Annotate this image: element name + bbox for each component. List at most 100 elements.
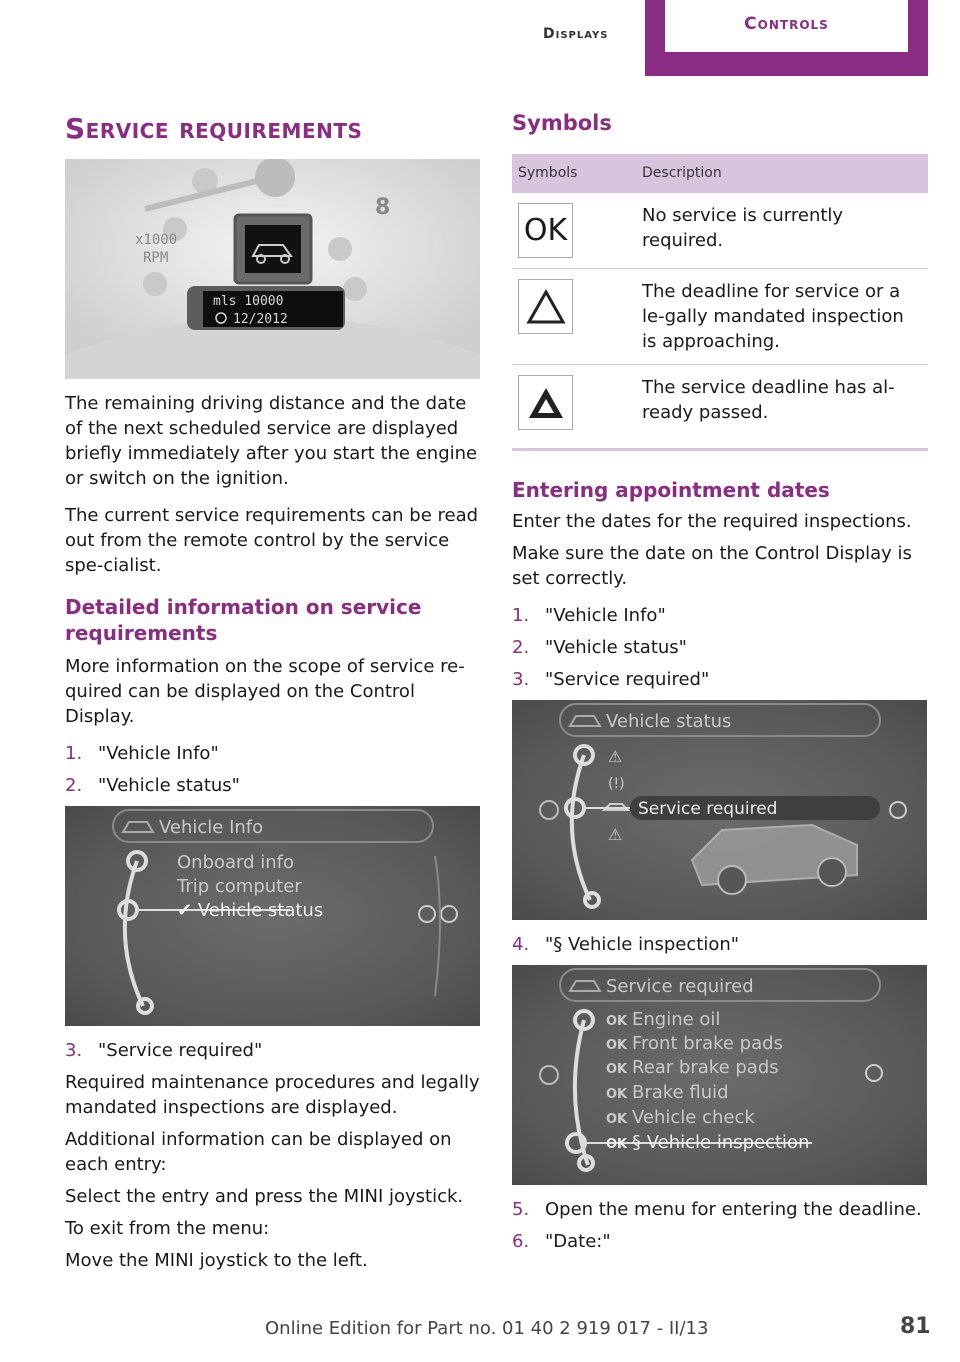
triangle-filled-icon (518, 375, 573, 430)
triangle-outline-icon (518, 279, 573, 334)
step-text: "Vehicle status" (98, 775, 240, 796)
paragraph: Required maintenance procedures and lega… (65, 1072, 480, 1118)
steps-list: 1."Vehicle Info" 2. "Vehicle status" 3. "S… (512, 603, 927, 692)
step-text: "Vehicle status" (545, 637, 687, 658)
list-item: 6. "Date:" (512, 1229, 927, 1254)
section-heading: Entering appointment dates (512, 478, 830, 502)
table-row: The service deadline has al‐ready passed… (512, 364, 928, 451)
paragraph: Select the entry and press the MINI joys… (65, 1186, 464, 1207)
step-number: 3. (65, 1040, 83, 1061)
paragraph: Make sure the date on the Control Displa… (512, 543, 912, 589)
step-text: "Vehicle Info" (545, 605, 666, 626)
ok-badge: OK (606, 1137, 628, 1152)
list-item: 1. "Vehicle Info" (65, 741, 480, 766)
service-item: Front brake pads (632, 1033, 783, 1054)
back-icon (539, 800, 559, 820)
vehicle-info-screen: Vehicle Info Onboard info Trip computer … (65, 806, 480, 1026)
screen-title: Service required (606, 976, 754, 997)
forward-icon (440, 905, 458, 923)
step-number: 6. (512, 1231, 530, 1252)
section-heading: Symbols (512, 111, 612, 135)
forward-icon (889, 801, 907, 819)
chapter-tab: Controls (645, 0, 928, 76)
svg-text:8: 8 (375, 195, 390, 220)
step-number: 5. (512, 1199, 530, 1220)
warning-icon: ⚠ (608, 825, 622, 844)
table-header-row: Symbols Description (512, 154, 928, 193)
screen-title: Vehicle status (606, 711, 731, 732)
service-required-screen: Service required OK Engine oil OK Front … (512, 965, 927, 1185)
paragraph: More information on the scope of service… (65, 656, 465, 727)
paragraph: The current service requirements can be … (65, 505, 479, 576)
list-item: 1."Vehicle Info" (512, 603, 927, 628)
ok-badge: OK (606, 1062, 628, 1077)
step-number: 2. (65, 775, 83, 796)
service-item: Engine oil (632, 1009, 720, 1030)
steps-list: 3."Service required" (65, 1038, 480, 1063)
list-item: 3. "Service required" (512, 667, 927, 692)
ok-symbol: OK (518, 203, 573, 258)
table-cell: No service is currently required. (636, 193, 928, 269)
paragraph: Additional information can be displayed … (65, 1129, 452, 1175)
service-item: Brake fluid (632, 1082, 729, 1103)
list-item: 2. "Vehicle status" (512, 635, 927, 660)
clock-icon (215, 312, 227, 324)
vehicle-status-screen: Vehicle status ⚠ (!) ⚠ Service required (512, 700, 927, 920)
service-item: Vehicle check (632, 1107, 755, 1128)
ok-badge: OK (606, 1087, 628, 1102)
forward-icon (865, 1064, 883, 1082)
tire-icon: (!) (608, 776, 625, 792)
column-header: Description (636, 154, 928, 193)
paragraph: The remaining driving distance and the d… (65, 393, 478, 489)
left-column: Service requirements x1000 RPM 8 (65, 112, 480, 1280)
list-item: 4."§ Vehicle inspection" (512, 932, 927, 957)
car-service-icon (601, 803, 631, 811)
section-label: Displays (543, 26, 609, 42)
menu-item-selected: Service required (638, 799, 777, 819)
service-item-selected: § Vehicle inspection (632, 1132, 809, 1153)
step-text: "§ Vehicle inspection" (545, 934, 740, 955)
edition-footer: Online Edition for Part no. 01 40 2 919 … (265, 1318, 709, 1339)
symbols-table: Symbols Description OK No service is cur… (512, 154, 928, 451)
step-text: "Date:" (545, 1231, 611, 1252)
car-settings-icon (568, 715, 602, 727)
column-header: Symbols (512, 154, 636, 193)
steps-list: 4."§ Vehicle inspection" (512, 932, 927, 957)
page-number: 81 (900, 1314, 931, 1339)
step-number: 1. (65, 743, 83, 764)
list-item: 5. Open the menu for entering the deadlin… (512, 1197, 927, 1222)
step-text: "Service required" (545, 669, 710, 690)
screen-title: Vehicle Info (159, 817, 263, 838)
step-number: 3. (512, 669, 530, 690)
menu-item-selected: ✔ Vehicle status (177, 900, 323, 921)
back-icon (539, 1065, 559, 1085)
car-settings-icon (568, 980, 602, 992)
table-cell: The deadline for service or a le‐gally m… (636, 268, 928, 365)
ok-badge: OK (606, 1014, 628, 1029)
car-icon (251, 244, 293, 264)
tire-pressure-icon: ⚠ (608, 747, 622, 766)
ok-symbol-text: OK (523, 213, 568, 248)
list-item: 3."Service required" (65, 1038, 480, 1063)
page-title: Service requirements (65, 112, 363, 145)
menu-item: Onboard info (177, 852, 294, 873)
car-settings-icon (121, 821, 155, 833)
right-column: Symbols Symbols Description OK No servic… (512, 110, 928, 1261)
paragraph: Enter the dates for the required inspect… (512, 511, 912, 532)
service-item: Rear brake pads (632, 1057, 779, 1078)
service-distance: mls 10000 (213, 294, 283, 309)
list-item: 2. "Vehicle status" (65, 773, 480, 798)
car-xray-icon (690, 823, 858, 895)
menu-item: Trip computer (176, 876, 302, 897)
ok-badge: OK (606, 1038, 628, 1053)
gauge-image: x1000 RPM 8 mls 10000 12/2012 (65, 159, 480, 379)
chevron-icon (418, 905, 436, 923)
step-text: Open the menu for entering the deadline. (545, 1199, 922, 1220)
steps-list: 5. Open the menu for entering the deadlin… (512, 1197, 927, 1254)
rpm-label-2: RPM (143, 250, 168, 266)
step-text: "Vehicle Info" (98, 743, 219, 764)
step-number: 2. (512, 637, 530, 658)
ok-badge: OK (606, 1112, 628, 1127)
service-date: 12/2012 (233, 312, 288, 327)
table-row: The deadline for service or a le‐gally m… (512, 268, 928, 365)
